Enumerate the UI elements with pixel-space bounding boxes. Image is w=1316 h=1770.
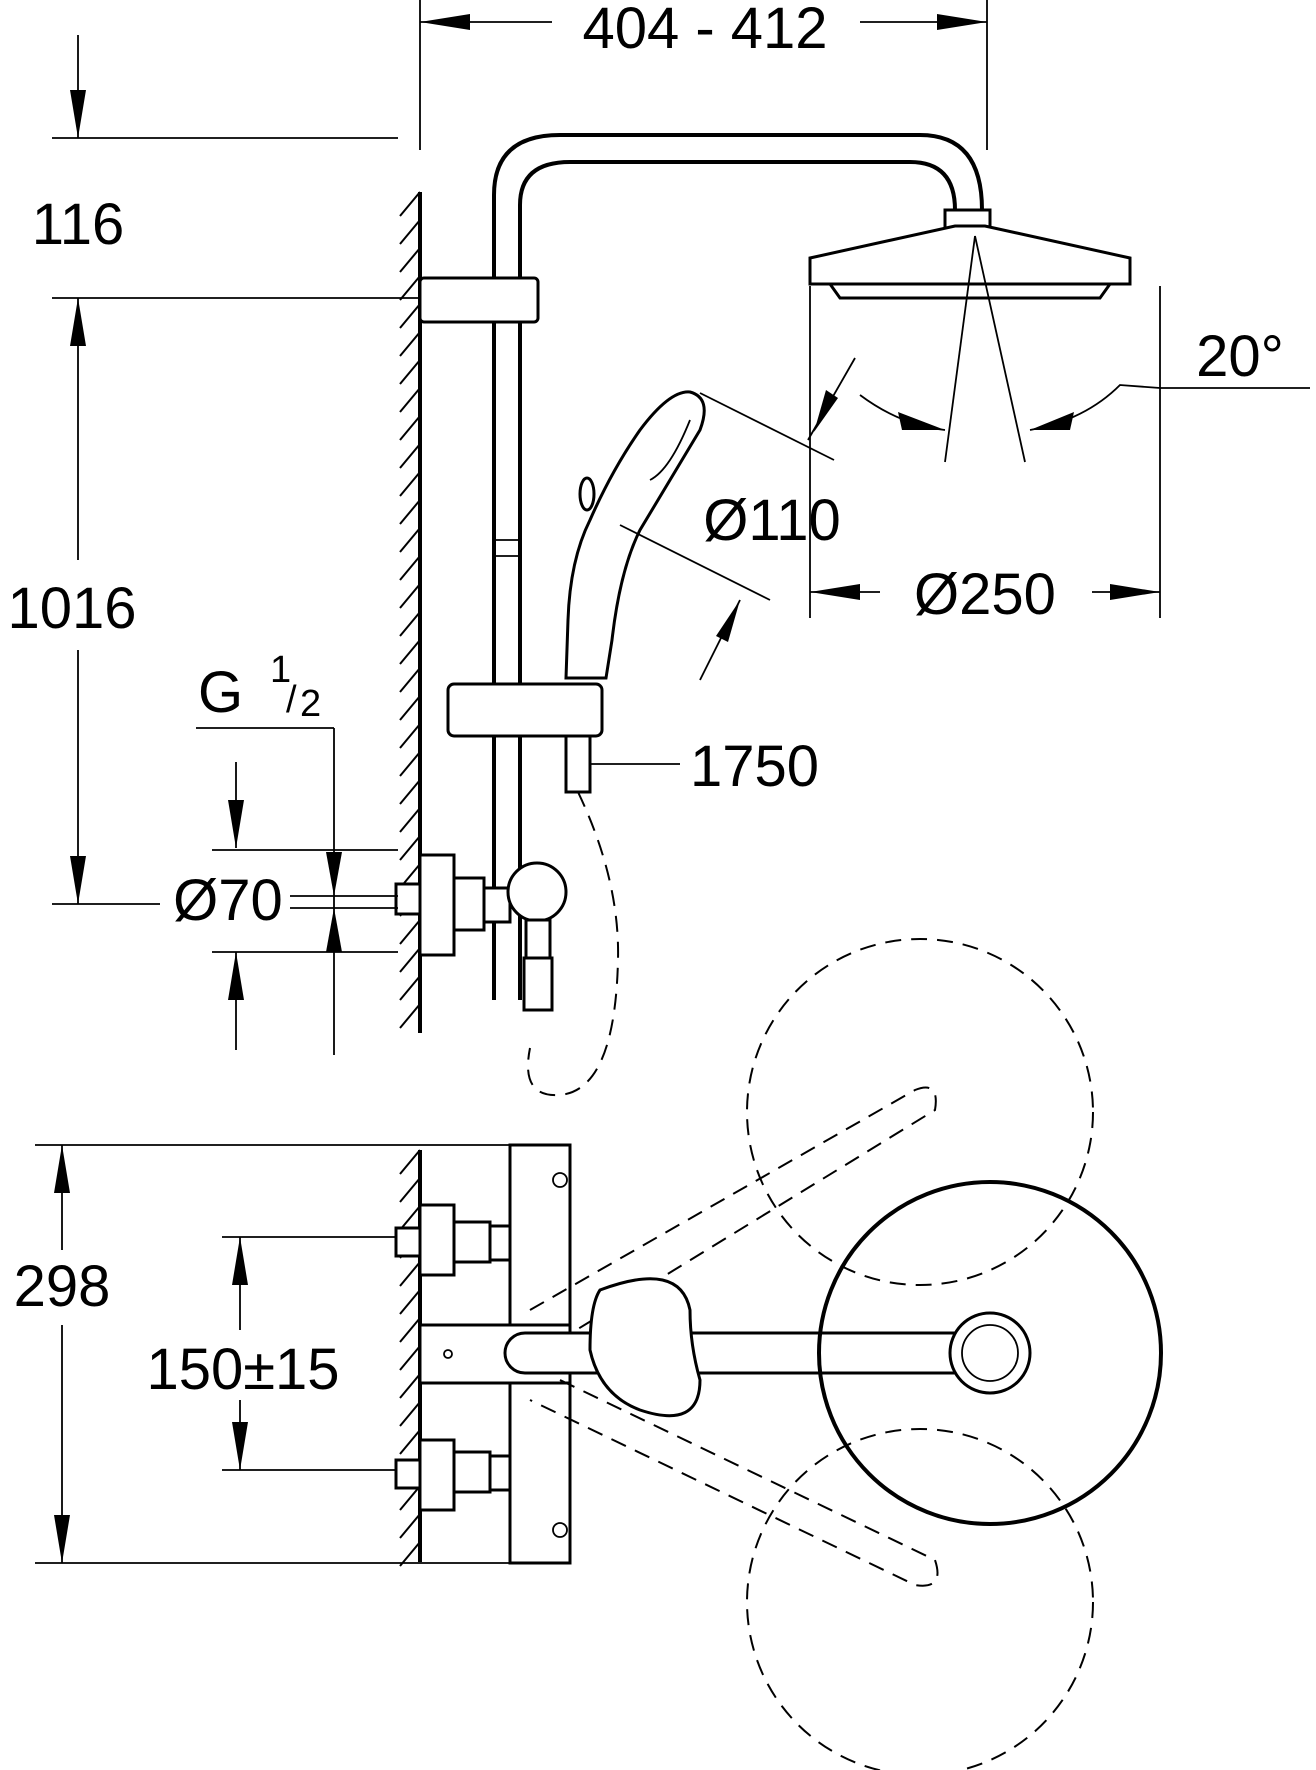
wall-hatch-line (399, 611, 421, 637)
wall-hatch-line (399, 219, 421, 245)
handshower-holder: 1750 (446, 682, 819, 799)
wall-hatch-line (399, 275, 421, 301)
wall-hatch-line (399, 1373, 421, 1399)
wall-hatch-line (399, 1541, 421, 1567)
wall-hatch-line (399, 919, 421, 945)
hose-length-label: 1750 (690, 734, 819, 799)
plan-view: 298 150±15 (14, 938, 1163, 1770)
wall-hatch-line (399, 835, 421, 861)
depth-dimension: 298 (14, 1144, 565, 1564)
height-dimensions: 116 1016 (7, 35, 420, 905)
wall-hatch-line (399, 555, 421, 581)
hose (527, 791, 620, 1097)
wall-hatch-line (399, 1401, 421, 1427)
height-label: 1016 (7, 576, 136, 641)
hand-shower: Ø110 (564, 357, 856, 681)
wall-hatch-line (399, 471, 421, 497)
swivel-range (529, 938, 1094, 1770)
wall-hatch-line (399, 1317, 421, 1343)
head-shower (808, 208, 1132, 300)
headshower-diameter-dim: Ø250 (809, 286, 1161, 627)
wall-hatch-line (399, 1485, 421, 1511)
wall-hatch-line (399, 1205, 421, 1231)
wall-hatch-line (399, 415, 421, 441)
wall-hatch-line (399, 191, 421, 217)
thread-g-label: G (198, 660, 243, 725)
shower-riser (418, 133, 984, 1000)
spray-angle: 20° (859, 235, 1310, 463)
width-dimension: 404 - 412 (419, 0, 988, 150)
angle-label: 20° (1196, 324, 1284, 389)
wall-hatch-line (399, 807, 421, 833)
wall-plan (399, 1149, 422, 1567)
width-range-label: 404 - 412 (582, 0, 827, 61)
inlet-spacing-dimension: 150±15 (146, 1236, 400, 1471)
thread-numerator: 1 (270, 649, 291, 691)
wall-hatch-line (399, 723, 421, 749)
thermostat-elevation (394, 853, 568, 1012)
shower-arm-plan (503, 1180, 1163, 1526)
wall-hatch-line (399, 443, 421, 469)
wall-hatch-line (399, 1149, 421, 1175)
wall-hatch-line (399, 331, 421, 357)
wall-hatch-line (399, 387, 421, 413)
wall-hatch-line (399, 695, 421, 721)
wall-hatch-line (399, 751, 421, 777)
wall-hatch-line (399, 1177, 421, 1203)
wall-hatch-line (399, 499, 421, 525)
wall-hatch-line (399, 303, 421, 329)
elevation-view: 404 - 412 116 1016 (7, 0, 1310, 1097)
wall-hatch-line (399, 1345, 421, 1371)
wall-hatch-line (399, 1261, 421, 1287)
wall-hatch-line (399, 1513, 421, 1539)
headshower-diameter-label: Ø250 (914, 562, 1056, 627)
wall-hatch-line (399, 1429, 421, 1455)
thread-denominator: 2 (300, 683, 321, 725)
wall-hatch-line (399, 359, 421, 385)
handshower-diameter-label: Ø110 (703, 488, 841, 553)
inlet-dimensions: G 1 / 2 Ø70 (173, 649, 398, 1055)
thread-fraction-slash: / (286, 679, 297, 721)
wall-hatch-line (399, 975, 421, 1001)
inlet-diameter-label: Ø70 (173, 868, 283, 933)
wall-hatch-line (399, 667, 421, 693)
inlet-spacing-label: 150±15 (146, 1337, 339, 1402)
wall-hatch-line (399, 1289, 421, 1315)
wall-hatch-line (399, 247, 421, 273)
depth-label: 298 (14, 1254, 111, 1319)
top-offset-label: 116 (32, 192, 124, 257)
wall-hatch-line (399, 779, 421, 805)
wall-hatch-line (399, 947, 421, 973)
wall-hatch-line (399, 527, 421, 553)
wall-hatch-line (399, 583, 421, 609)
wall-hatch-line (399, 1003, 421, 1029)
wall-hatch-line (399, 639, 421, 665)
